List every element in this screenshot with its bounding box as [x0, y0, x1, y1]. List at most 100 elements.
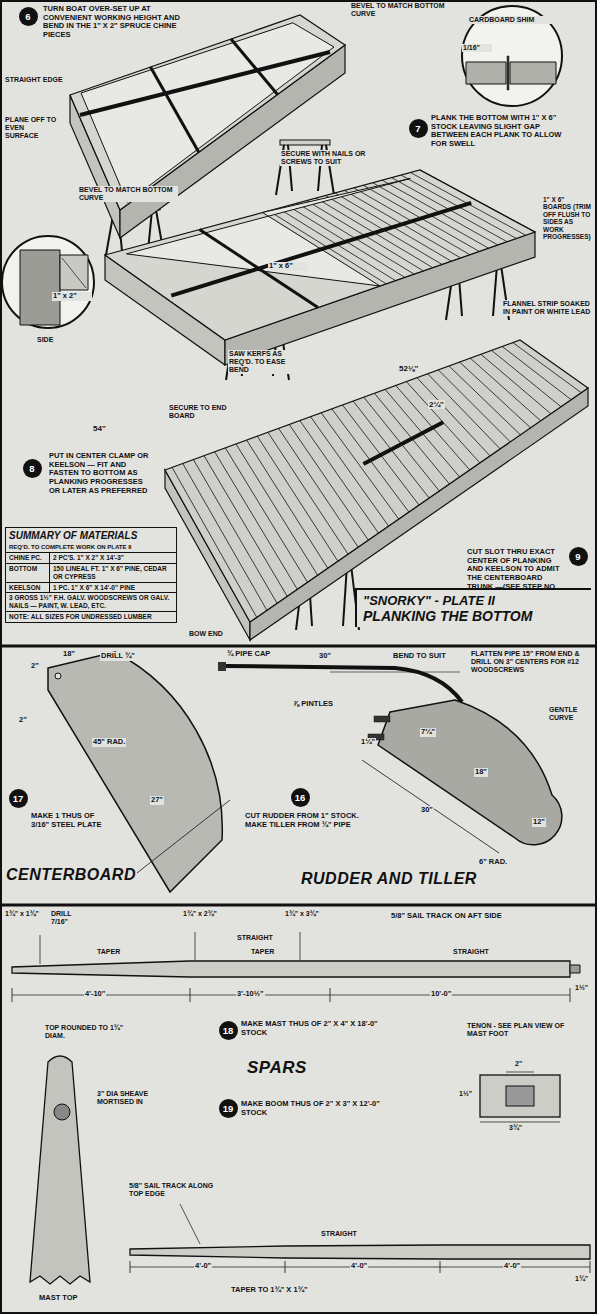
plate-label: ⅞ PINTLES: [292, 700, 334, 709]
callout-number: 8: [23, 459, 42, 478]
plate-label: GENTLE CURVE: [548, 706, 594, 722]
dimension-tick: [570, 988, 571, 1002]
plate-label: 1" X 6" BOARDS (TRIM OFF FLUSH TO SIDES …: [542, 196, 594, 241]
panel-divider: [0, 645, 597, 648]
dimension-tick: [440, 1261, 441, 1273]
callout-number: 6: [19, 7, 38, 26]
plate-label: CUT RUDDER FROM 1" STOCK. MAKE TILLER FR…: [244, 812, 374, 829]
plate-label: 4'-0": [194, 1262, 212, 1271]
plate-label: 10'-0": [430, 990, 452, 999]
plate-label: STRAIGHT: [236, 934, 274, 942]
plate-label: 3" DIA SHEAVE MORTISED IN: [96, 1090, 181, 1106]
plate-label: 1¾" x 3¾": [284, 910, 326, 918]
leader-line: [180, 1204, 200, 1244]
plate-label: TAPER TO 1¾" X 1¾": [230, 1286, 308, 1295]
boat-planked-plank-seam: [236, 444, 318, 575]
boat-planked-plank-seam: [225, 448, 307, 582]
boat-planked-plank-seam: [417, 378, 490, 456]
cardboard-shim: [507, 56, 509, 90]
panel-title: RUDDER AND TILLER: [300, 870, 478, 888]
callout-text: 6: [25, 11, 30, 22]
plate-label: 54": [92, 424, 107, 433]
boat-planked-plank-seam: [449, 366, 520, 435]
plate-label: BEVEL TO MATCH BOTTOM CURVE: [350, 2, 450, 18]
title-text: PLANKING THE BOTTOM: [363, 608, 585, 624]
plate-label: 1½": [574, 984, 589, 992]
dimension-tick: [590, 1261, 591, 1273]
boom: [130, 1245, 590, 1259]
plate-label: FLATTEN PIPE 15" FROM END & DRILL ON 3" …: [470, 650, 594, 674]
cross-frame: [151, 67, 199, 152]
plate-label: 1½": [458, 1090, 473, 1098]
boat-planked-plank-seam: [492, 350, 561, 406]
mast-top: [30, 1056, 90, 1284]
leader-line: [40, 935, 41, 964]
boat-planked-bottom: [165, 340, 588, 622]
plate-label: PLANE OFF TO EVEN SURFACE: [4, 116, 59, 140]
boat-planked-plank-seam: [513, 343, 581, 393]
bevel-mark: [62, 258, 86, 288]
plate-label: 18": [474, 768, 488, 777]
materials-table: SUMMARY OF MATERIALSREQ'D. TO COMPLETE W…: [5, 527, 177, 623]
plate-label: MAKE MAST THUS OF 2" X 4" X 18'-0" STOCK: [240, 1020, 380, 1037]
leader-line: [195, 932, 196, 960]
callout-text: 19: [223, 1103, 234, 1114]
dimension-tick: [330, 988, 331, 1002]
plank-section: [466, 62, 506, 84]
panel-title: CENTERBOARD: [5, 866, 137, 884]
plate-title: "SNORKY" - PLATE IIPLANKING THE BOTTOM: [355, 588, 591, 627]
boat-planked-plank-seam: [428, 374, 500, 449]
plate-label: 12": [532, 818, 546, 827]
callout-text: 9: [575, 551, 580, 562]
plate-label: SECURE WITH NAILS OR SCREWS TO SUIT: [280, 150, 375, 166]
pivot-hole: [55, 673, 61, 679]
table-cell: BOTTOM: [6, 563, 50, 582]
dimension-line: [128, 800, 230, 880]
plate-label: TAPER: [96, 948, 121, 956]
boat-interior: [81, 23, 334, 202]
table-cell: CHINE PC.: [6, 552, 50, 563]
boat-planking-plank-seam: [420, 170, 535, 232]
boat-planked-plank-seam: [183, 464, 267, 611]
sheave: [54, 1104, 70, 1120]
boat-planked-plank-seam: [279, 428, 359, 547]
tiller-pipe: [226, 666, 462, 702]
plate-label: 1" x 6": [268, 262, 308, 271]
dimension-tick: [12, 988, 13, 1002]
detail-zoom: [462, 6, 562, 106]
plate-label: 4'-0": [350, 1262, 368, 1271]
table-cell: 1 PC. 1" X 6" X 14'-0" PINE: [50, 582, 176, 593]
plate-label: 27": [150, 796, 164, 805]
detail-inset: [2, 236, 94, 328]
plate-label: CARDBOARD SHIM: [468, 16, 558, 24]
dimension-tick: [130, 1261, 131, 1273]
panel-title: SPARS: [246, 1058, 308, 1078]
plate-label: 4'-0": [503, 1262, 521, 1271]
panel-divider: [0, 904, 597, 907]
plate-label: 18": [62, 650, 76, 659]
plate-label: 7¼": [420, 728, 436, 737]
plate-label: 5/8" SAIL TRACK ALONG TOP EDGE: [128, 1182, 228, 1198]
boat-planked-plank-seam: [321, 413, 399, 519]
plate-label: DRILL ¾": [100, 652, 136, 661]
dimension-line: [480, 1122, 560, 1123]
plate-label: 1/16": [462, 44, 492, 52]
table-cell: KEELSON: [6, 582, 50, 593]
side-board: [20, 250, 60, 325]
plate-label: BEND TO SUIT: [392, 652, 464, 661]
boat-planked-plank-seam: [502, 347, 571, 400]
callout-text: 16: [295, 792, 306, 803]
callout-number: 18: [219, 1021, 238, 1040]
straight-edge: [80, 52, 330, 115]
table-cell: REQ'D. TO COMPLETE WORK ON PLATE II: [6, 543, 176, 552]
plate-label: TOP ROUNDED TO 1¾" DIAM.: [44, 1024, 139, 1040]
plate-label: BEVEL TO MATCH BOTTOM CURVE: [78, 186, 178, 202]
plate-label: 4'-10": [84, 990, 106, 999]
plate-label: 45" RAD.: [92, 738, 126, 747]
boat-planked-plank-seam: [193, 460, 277, 604]
plate-label: DRILL 7/16": [50, 910, 90, 926]
plate-label: 2": [30, 662, 40, 671]
plate-label: SAW KERFS AS REQ'D. TO EASE BEND: [228, 350, 303, 374]
plate-label: STRAIGHT: [452, 948, 490, 956]
plate-label: BOW END: [188, 630, 224, 638]
